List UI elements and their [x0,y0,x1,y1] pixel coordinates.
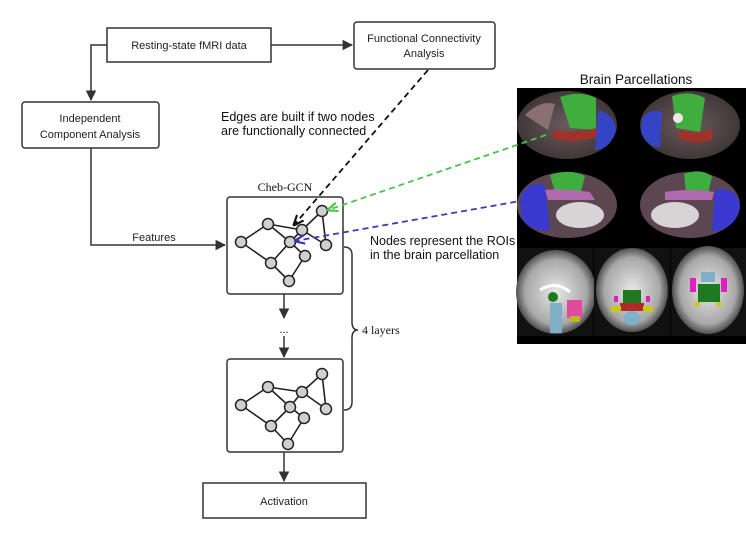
graph-node [298,249,312,263]
mri-sagittal-slice [516,248,596,336]
arrow-rest-to-ica [85,44,107,102]
brain-parcellation-image [516,88,746,344]
arrow-ica-to-gcn [90,148,227,251]
ica-label-line1: Independent [59,113,120,125]
ellipsis-label: ... [280,322,289,336]
gcn-layer-box-1 [226,196,344,295]
layers-brace [343,246,359,411]
mri-coronal-slice [594,248,670,336]
cheb-gcn-label: Cheb-GCN [258,180,313,194]
graph-node [295,223,309,237]
nodes-annotation-line2: in the brain parcellation [370,248,499,262]
green-dashed-arrow [328,134,547,210]
graph-node [315,367,329,381]
graph-2 [234,367,333,451]
graph-node [319,238,333,252]
resting-state-label: Resting-state fMRI data [131,40,247,52]
edges-annotation-line2: are functionally connected [221,124,366,138]
brain-medial-left [517,171,617,238]
brain-parcellations-title: Brain Parcellations [580,72,693,87]
graph-node [264,419,278,433]
graph-node [234,398,248,412]
graph-node [234,235,248,249]
ica-label-line2: Component Analysis [40,129,141,141]
fc-label-line1: Functional Connectivity [367,33,481,45]
mri-axial-slice [671,246,746,336]
edges-dashed-arrow [294,69,429,225]
graph-node [283,400,297,414]
nodes-annotation-line1: Nodes represent the ROIs [370,234,515,248]
graph-node [264,256,278,270]
brain-lateral-right [640,91,740,159]
graph-node [281,437,295,451]
graph-node [297,411,311,425]
brain-lateral-left [517,91,617,159]
activation-label: Activation [260,496,308,508]
graph-node [295,385,309,399]
brain-medial-right [640,171,740,238]
blue-dashed-arrow [295,199,527,241]
edges-annotation-line1: Edges are built if two nodes [221,110,375,124]
layers-label: 4 layers [362,323,400,337]
graph-node [282,274,296,288]
graph-node [261,380,275,394]
fc-label-line2: Analysis [404,48,445,60]
graph-1 [234,204,333,288]
resting-state-box: Resting-state fMRI data [106,27,272,63]
functional-connectivity-box: Functional Connectivity Analysis [353,21,496,70]
graph-node [319,402,333,416]
activation-box: Activation [202,482,367,519]
graph-node [261,217,275,231]
graph-node [315,204,329,218]
gcn-layer-box-2 [226,358,344,453]
graph-node [283,235,297,249]
features-label: Features [132,232,176,244]
ica-box: Independent Component Analysis [21,101,160,149]
